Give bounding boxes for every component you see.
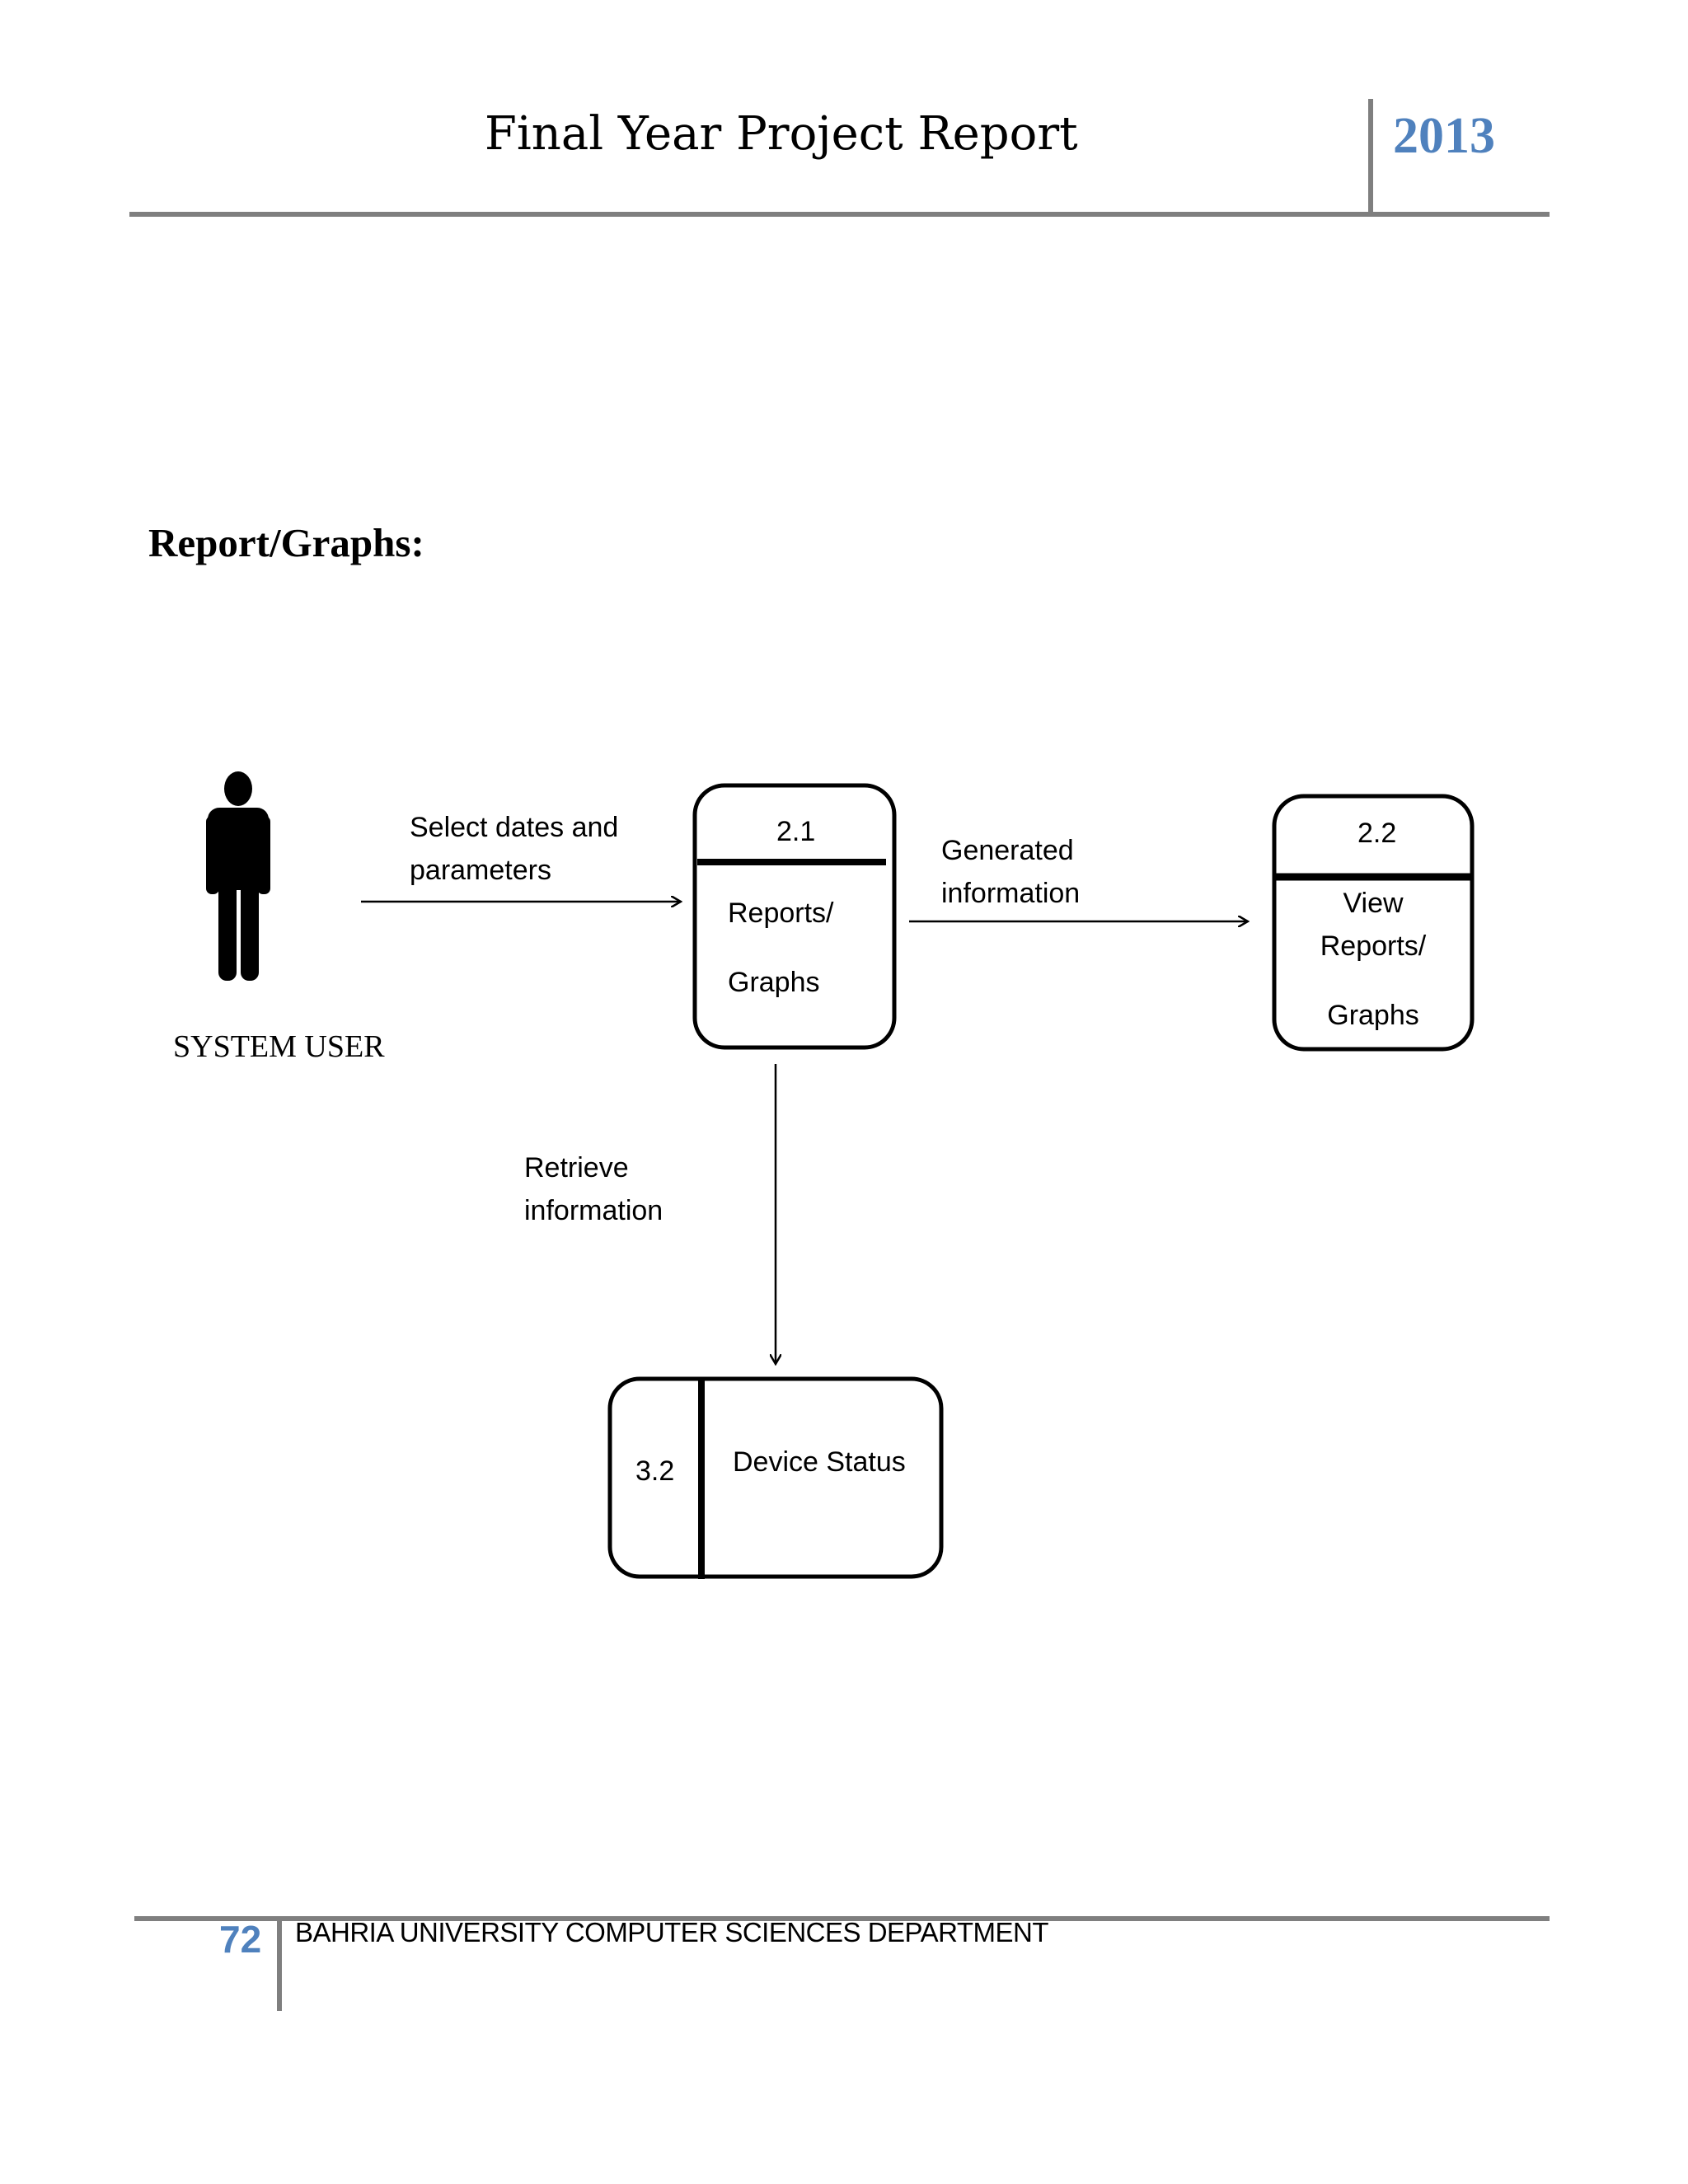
header-title: Final Year Project Report	[485, 107, 1078, 161]
data-store-id: 3.2	[635, 1455, 675, 1487]
process-label-line: View	[1343, 888, 1404, 919]
process-label-2-1: Reports/ Graphs	[728, 879, 834, 1017]
flow-label-line: Generated	[941, 835, 1074, 866]
person-icon	[206, 771, 270, 981]
process-label-line: Reports/	[1320, 930, 1427, 962]
flow-label-select-dates: Select dates and parameters	[410, 806, 618, 892]
process-id-2-1: 2.1	[776, 816, 816, 847]
flow-label-generated-info: Generated information	[941, 829, 1080, 915]
actor-label: SYSTEM USER	[173, 1029, 385, 1064]
header-year: 2013	[1393, 108, 1495, 164]
process-label-line: Graphs	[728, 967, 820, 998]
flow-label-line: information	[524, 1195, 663, 1226]
page-number: 72	[219, 1918, 262, 1961]
footer-department: BAHRIA UNIVERSITY COMPUTER SCIENCES DEPA…	[295, 1917, 1049, 1947]
process-label-line: Reports/	[728, 898, 834, 929]
flow-label-line: Retrieve	[524, 1152, 629, 1183]
process-id-2-2: 2.2	[1357, 818, 1397, 849]
data-store-label: Device Status	[733, 1446, 906, 1478]
process-label-line: Graphs	[1327, 1000, 1419, 1031]
section-heading: Report/Graphs:	[148, 520, 424, 565]
flow-label-line: information	[941, 878, 1081, 909]
process-box-2-2	[1272, 794, 1475, 1052]
process-box-2-1	[692, 783, 897, 1050]
flow-label-line: parameters	[410, 855, 551, 886]
flow-label-retrieve-info: Retrieve information	[524, 1146, 663, 1232]
process-label-2-2: View Reports/ Graphs	[1274, 882, 1472, 1037]
flow-label-line: Select dates and	[410, 812, 619, 843]
data-store-3-2	[607, 1376, 944, 1579]
